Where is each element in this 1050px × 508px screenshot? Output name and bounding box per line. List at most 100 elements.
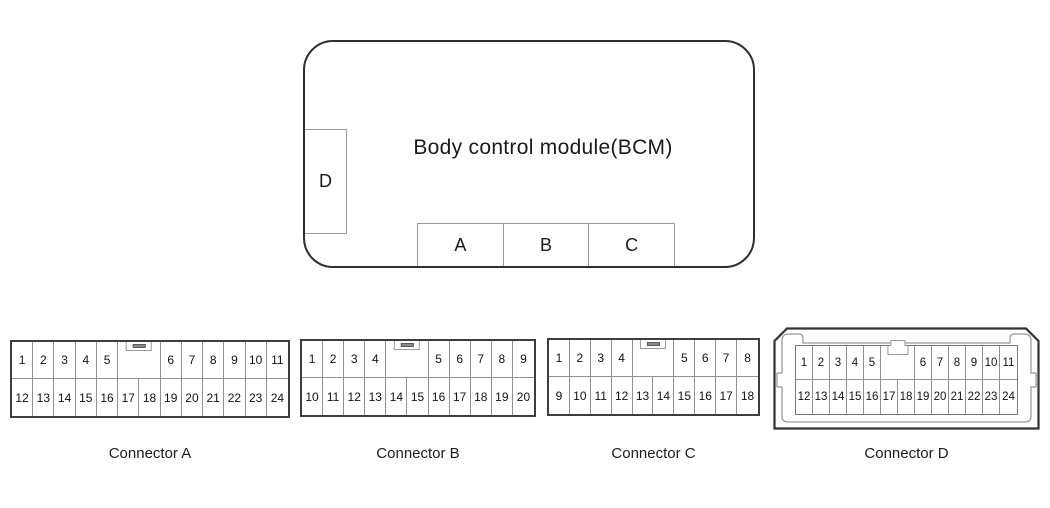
connector-c-pin-17: 17 <box>716 377 738 414</box>
connector-b-pin-9: 9 <box>512 341 534 378</box>
connector-b-pin-20: 20 <box>516 389 531 404</box>
connector-key-bar-icon <box>400 343 414 347</box>
connector-d-pin-1: 1 <box>796 346 813 380</box>
connector-c-pin-15: 15 <box>674 377 696 414</box>
connector-d-pin-7: 7 <box>932 346 949 380</box>
connector-d-pin-23: 23 <box>983 380 1000 414</box>
connector-b-pin-15: 15 <box>407 378 429 415</box>
connector-c-pin-13: 13 <box>633 377 654 414</box>
connector-key-tab-icon <box>393 341 421 350</box>
connector-a-pin-2: 2 <box>33 342 55 379</box>
bcm-slot-d: D <box>305 129 347 234</box>
connector-d-pin-14: 14 <box>830 380 847 414</box>
connector-d-pin-22: 22 <box>966 380 983 414</box>
connector-d-pin-16: 16 <box>864 380 881 414</box>
connector-b-label: Connector B <box>376 445 460 462</box>
bcm-bottom-slot-row: A B C <box>417 223 676 266</box>
connector-b-pin-13: 13 <box>365 378 387 415</box>
connector-d-pin-10: 10 <box>983 346 1000 380</box>
connector-c-pin-11: 11 <box>591 377 612 414</box>
connector-d-pin-12: 12 <box>796 380 813 414</box>
connector-c-pin-2: 2 <box>569 340 591 377</box>
connector-a-pin-11: 11 <box>266 342 288 379</box>
connector-c-pin-10: 10 <box>570 377 591 414</box>
connector-b-pin-16: 16 <box>429 378 450 415</box>
connector-a-pin-24: 24 <box>270 390 285 405</box>
connector-b-pin-5: 5 <box>428 341 450 378</box>
connector-a-pin-20: 20 <box>182 379 204 416</box>
connector-d-pin-19: 19 <box>915 380 932 414</box>
connector-a-pin-17: 17 <box>118 379 140 416</box>
connector-b-pin-7: 7 <box>470 341 492 378</box>
connector-a-pin-21: 21 <box>203 379 225 416</box>
connector-d-key-gap <box>881 340 915 380</box>
connector-b-pin-12: 12 <box>344 378 366 415</box>
connector-b-pin-4: 4 <box>365 341 387 378</box>
connector-a-pin-4: 4 <box>75 342 97 379</box>
connector-a-pin-12: 12 <box>12 379 34 416</box>
connector-d-pin-6: 6 <box>915 346 932 380</box>
connector-b-pin-14: 14 <box>386 378 408 415</box>
connector-d-pin-15: 15 <box>847 380 864 414</box>
connector-d-pin-24: 24 <box>1002 391 1015 403</box>
connector-d-pin-11: 11 <box>1000 346 1017 380</box>
connector-d-label: Connector D <box>864 445 949 462</box>
connector-b-pin-18: 18 <box>471 378 492 415</box>
connector-a-pin-15: 15 <box>76 379 97 416</box>
connector-c-key-gap <box>632 340 675 377</box>
connector-a-pin-13: 13 <box>33 379 55 416</box>
connector-c-pin-14: 14 <box>653 377 675 414</box>
connector-d-pin-13: 13 <box>813 380 830 414</box>
connector-c-pin-9: 9 <box>549 377 570 414</box>
connector-key-bar-icon <box>646 342 660 346</box>
connector-c-pin-18: 18 <box>740 388 755 403</box>
bcm-slot-b: B <box>503 223 590 266</box>
connector-a-pin-3: 3 <box>54 342 76 379</box>
connector-b-pin-2: 2 <box>323 341 345 378</box>
connector-b-pin-6: 6 <box>449 341 471 378</box>
connector-key-tab-icon <box>886 346 909 355</box>
connector-key-bar-icon <box>132 344 146 348</box>
connector-b-pin-3: 3 <box>344 341 366 378</box>
connector-d-pin-4: 4 <box>847 346 864 380</box>
connector-d-pin-18: 18 <box>898 380 915 414</box>
connector-c-pin-6: 6 <box>695 340 717 377</box>
connector-a-pin-19: 19 <box>161 379 182 416</box>
connector-d-pin-21: 21 <box>949 380 966 414</box>
connector-a-pin-18: 18 <box>139 379 161 416</box>
connector-d-pin-20: 20 <box>932 380 949 414</box>
connector-c-label: Connector C <box>611 445 696 462</box>
connector-d-housing-outline <box>773 327 1040 430</box>
connector-b-pin-11: 11 <box>323 378 345 415</box>
connector-c-pin-4: 4 <box>611 340 633 377</box>
connector-a-pin-10: 10 <box>245 342 267 379</box>
connector-d-pin-8: 8 <box>949 346 966 380</box>
connector-a-pin-14: 14 <box>54 379 76 416</box>
connector-d-pin-9: 9 <box>966 346 983 380</box>
connector-key-tab-icon <box>125 342 153 351</box>
connector-a-key-gap <box>118 342 161 379</box>
connector-a-pin-6: 6 <box>160 342 182 379</box>
connector-b-pin-10: 10 <box>302 378 324 415</box>
connector-c-pin-3: 3 <box>590 340 612 377</box>
connector-c-pin-1: 1 <box>549 340 570 377</box>
connector-c-pin-12: 12 <box>612 377 633 414</box>
bcm-slot-c: C <box>589 223 676 266</box>
bcm-module-outline: Body control module(BCM) D A B C <box>303 40 755 268</box>
connector-d-pin-3: 3 <box>830 346 847 380</box>
connector-b-pin-1: 1 <box>302 341 324 378</box>
connector-a-pin-9: 9 <box>224 342 246 379</box>
connector-a-pin-5: 5 <box>96 342 119 379</box>
connector-a-pin-16: 16 <box>97 379 119 416</box>
connector-a-label: Connector A <box>108 445 192 462</box>
connector-a-pin-8: 8 <box>203 342 225 379</box>
